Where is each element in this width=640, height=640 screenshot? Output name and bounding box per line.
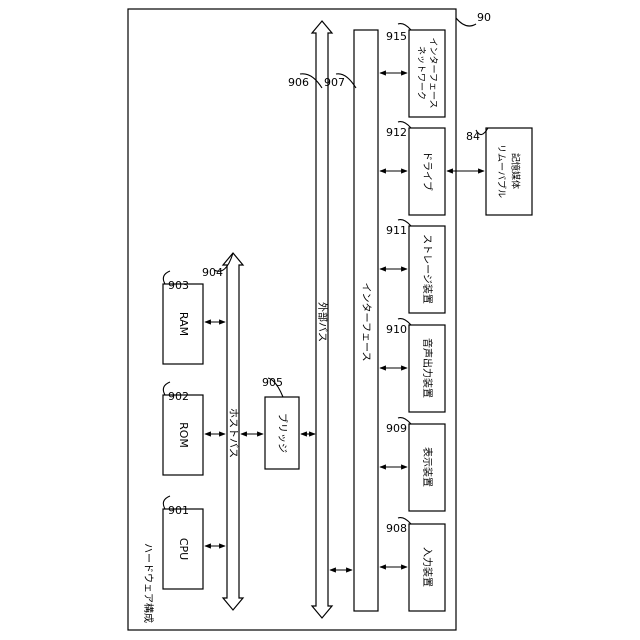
cpu-label: CPU — [177, 538, 190, 560]
storage-device-label: ストレージ装置 — [421, 234, 434, 304]
rom-label: ROM — [177, 422, 190, 448]
external-bus-ref: 906 — [288, 76, 309, 89]
interface-ref: 907 — [324, 76, 345, 89]
audio-output-device-label: 音声出力装置 — [421, 338, 434, 398]
display-device-ref: 909 — [386, 422, 407, 435]
figure-ref: 90 — [477, 11, 491, 24]
network-interface-ref: 915 — [386, 30, 407, 43]
audio-output-device-ref: 910 — [386, 323, 407, 336]
interface-label: インターフェース — [360, 283, 372, 362]
figure-ref-leader — [456, 18, 476, 26]
network-interface-label-line2: インターフェース — [428, 37, 439, 108]
ram-label: RAM — [177, 312, 190, 336]
drive-device-label: ドライブ — [421, 151, 434, 191]
storage-device-ref: 911 — [386, 224, 407, 237]
figure-title: ハードウェア構成 — [142, 543, 155, 623]
network-interface-box — [409, 30, 445, 117]
external-bus-label: 外部バス — [316, 302, 329, 342]
removable-media-ref: 84 — [466, 130, 480, 143]
ram-ref: 903 — [168, 279, 189, 292]
removable-media-label-line1: リムーバブル — [496, 144, 508, 198]
drive-device-ref: 912 — [386, 126, 407, 139]
input-device-ref: 908 — [386, 522, 407, 535]
host-bus-ref: 904 — [202, 266, 223, 279]
display-device-label: 表示装置 — [421, 447, 434, 487]
cpu-ref: 901 — [168, 504, 189, 517]
removable-media-box — [486, 128, 532, 215]
input-device-label: 入力装置 — [421, 547, 434, 587]
rom-ref: 902 — [168, 390, 189, 403]
bridge-label: ブリッジ — [276, 413, 289, 453]
removable-media-label-line2: 記憶媒体 — [510, 153, 522, 189]
host-bus-label: ホストバス — [227, 408, 239, 458]
network-interface-label-line1: ネットワーク — [416, 46, 427, 100]
bridge-ref: 905 — [262, 376, 283, 389]
